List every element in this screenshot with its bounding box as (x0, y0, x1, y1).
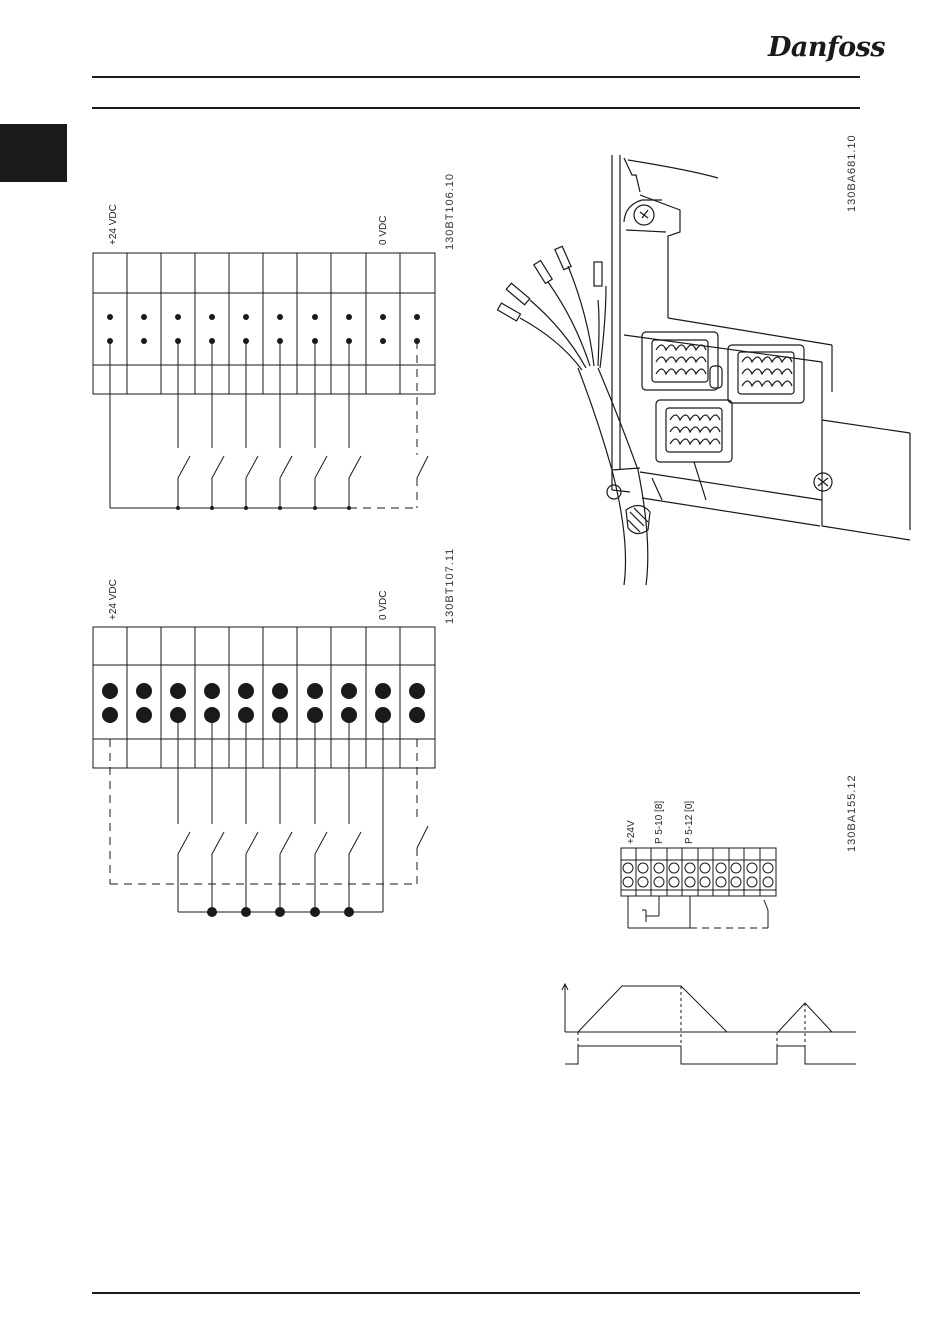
start-stop-diagram (0, 0, 950, 1344)
